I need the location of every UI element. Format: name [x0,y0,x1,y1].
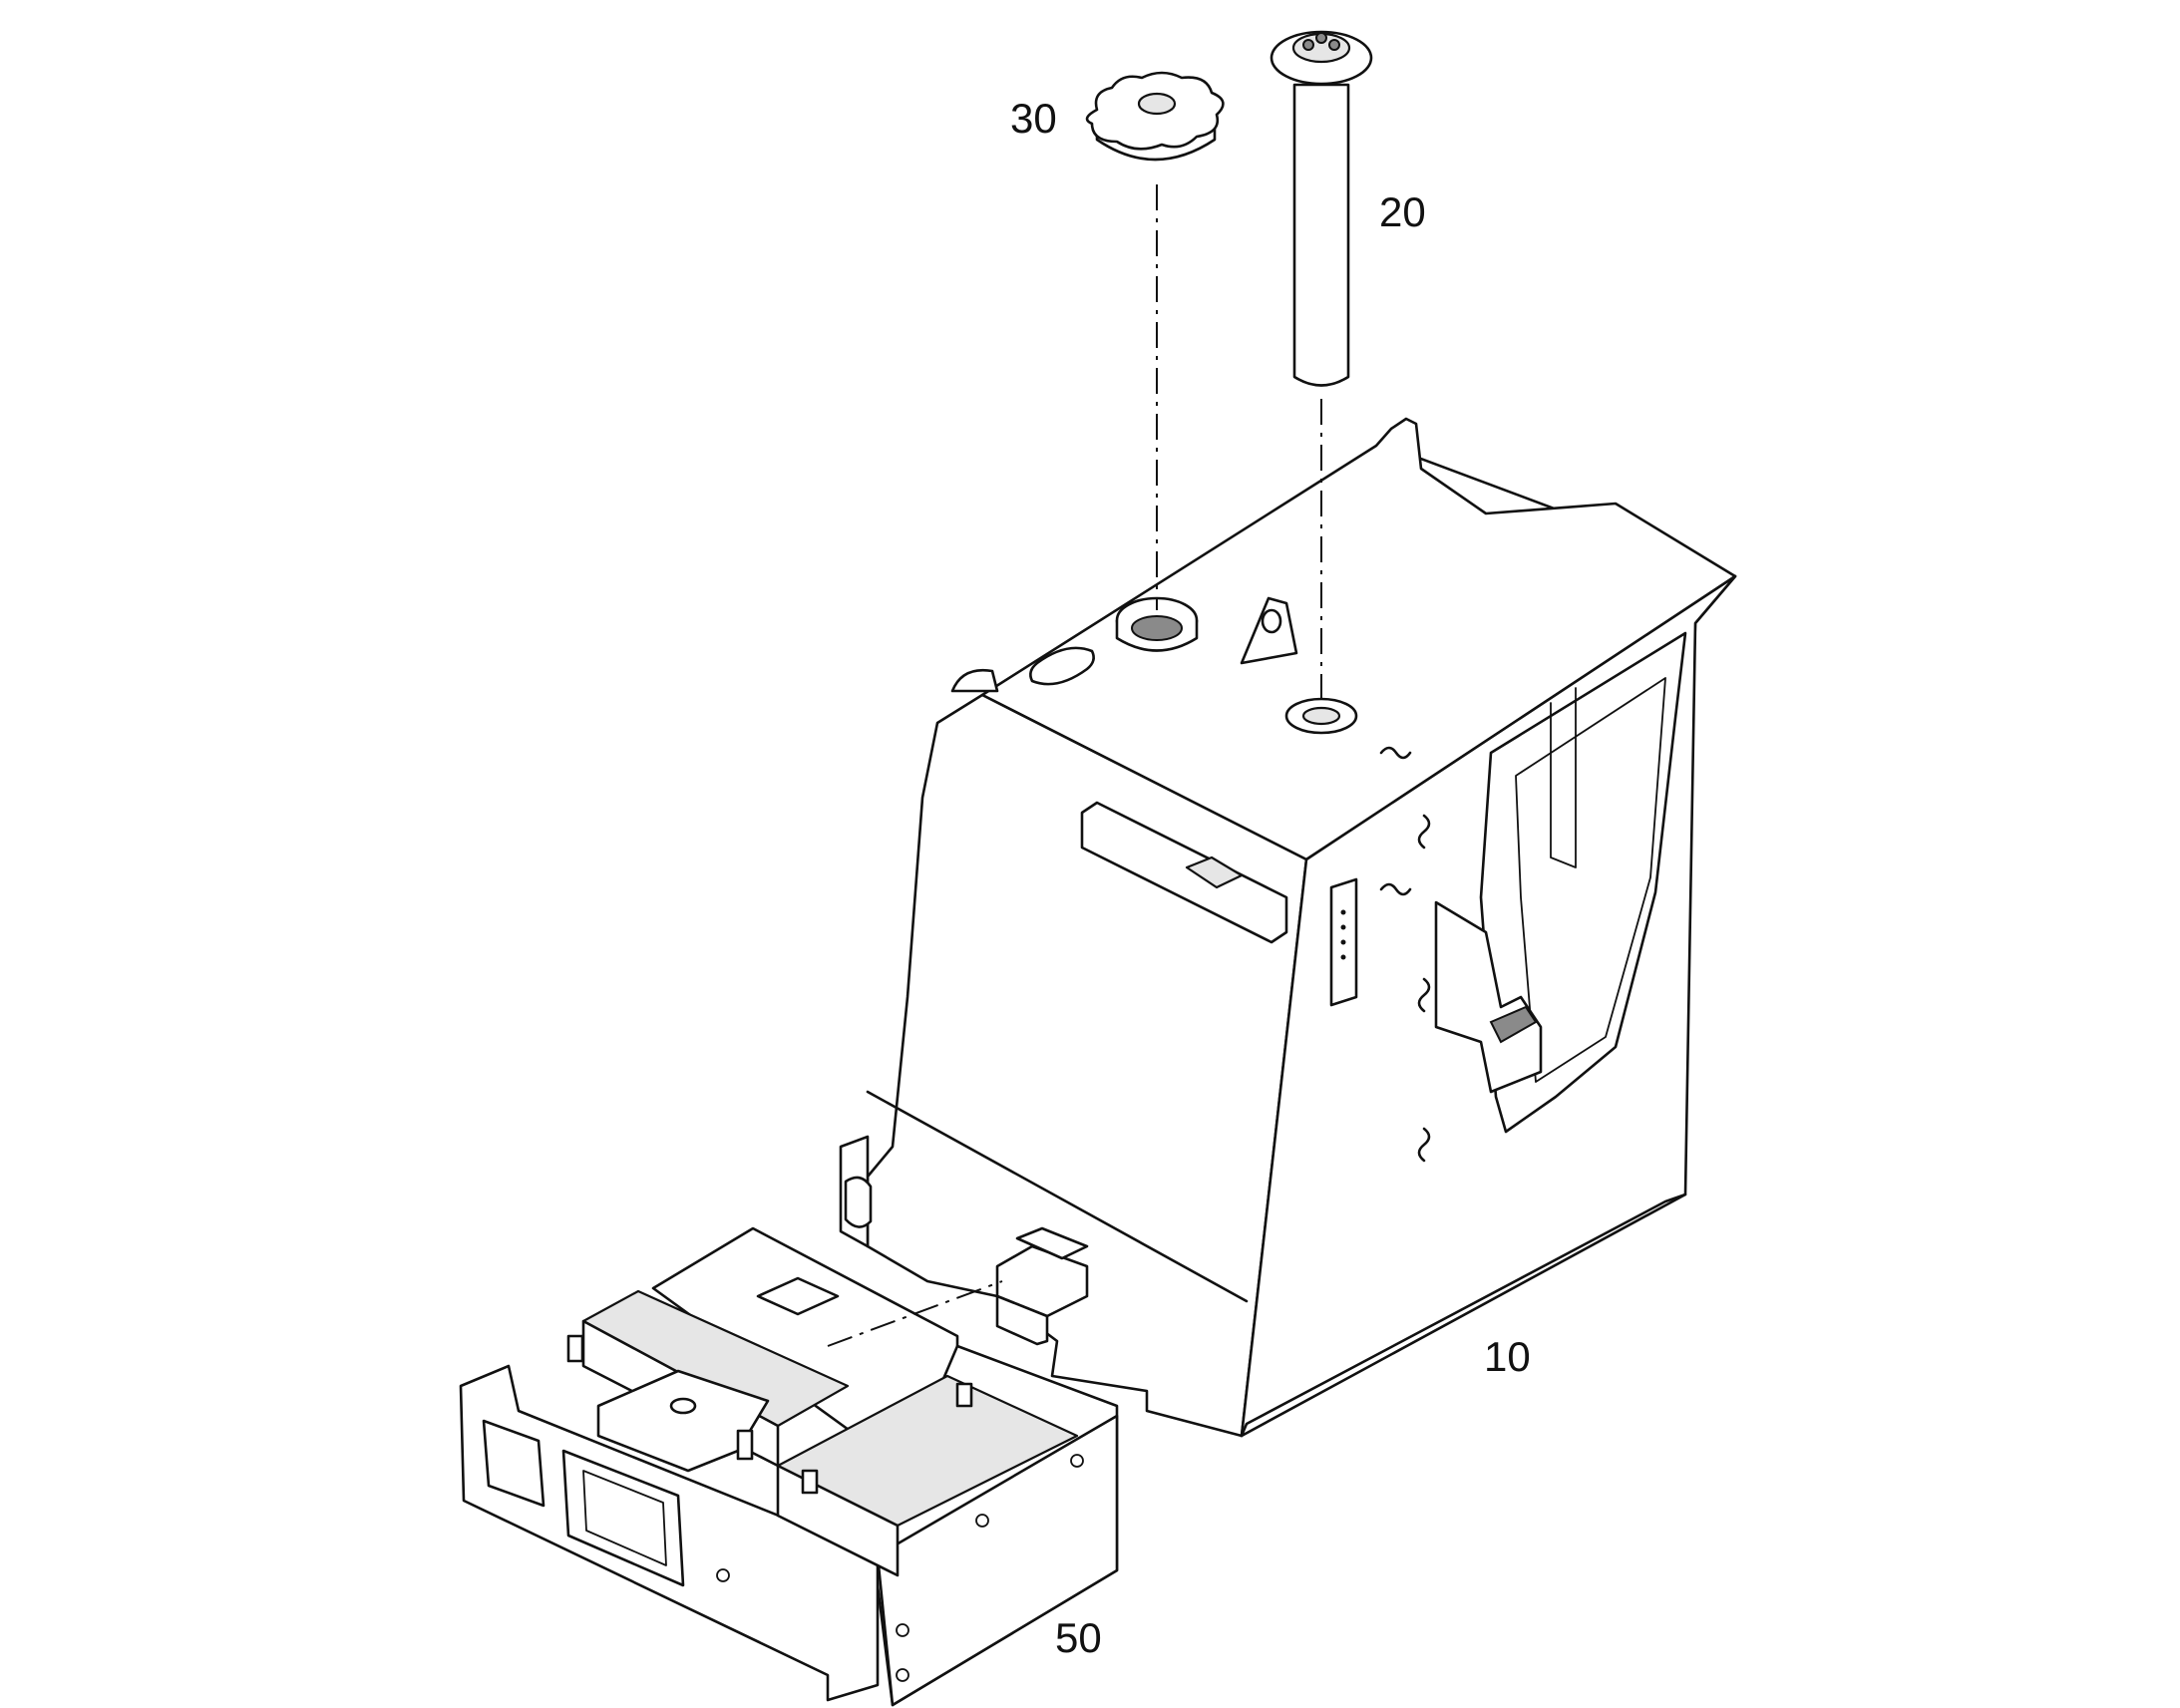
battery-terminal [736,1429,754,1461]
mount-hole [896,1668,909,1682]
battery-terminal [955,1382,973,1408]
battery-side-panel [876,1414,1119,1707]
mount-hole [896,1623,909,1637]
hold-down-hole [669,1397,697,1415]
wire-clip [1417,1127,1431,1163]
mount-hole [975,1514,989,1528]
tank-lower-band [866,1090,1249,1303]
battery-box [459,1226,1119,1707]
callout-30: 30 [1010,95,1057,142]
left-lug [950,668,999,693]
mount-hole [1070,1454,1084,1468]
left-side-slot [844,1176,873,1228]
tray-cutout-right-inner [582,1470,667,1566]
oval-vent [1029,646,1095,686]
tank-mount-block [1015,1226,1089,1260]
right-face-window-inner [1515,677,1666,1083]
sender-terminal [1315,32,1327,44]
label-dot [1340,909,1346,915]
wire-clip [1379,882,1412,896]
handle-clip [1185,855,1244,889]
filler-neck-opening [1131,615,1183,641]
sender-tube [1292,83,1350,387]
battery-terminal [566,1334,584,1363]
tray-cutout-right [561,1449,685,1587]
sender-seat-hole [1301,706,1341,726]
tank-assembly [839,417,1737,1438]
cap-center [1137,92,1177,116]
sender-terminal [1302,39,1314,51]
tank-mount-bracket-side [995,1294,1049,1346]
mount-hole [716,1568,730,1582]
filler-cap [1085,71,1225,162]
inner-bracket-nut [1489,1005,1538,1044]
callout-20: 20 [1379,188,1426,235]
wire-clip [1417,814,1431,850]
front-handle-bar [1080,801,1288,944]
battery-centerline [827,1280,1003,1347]
fuel-sender [1270,30,1373,387]
callout-50: 50 [1055,1614,1102,1661]
tank-bottom-edge [1240,1193,1687,1438]
battery-terminal [801,1469,819,1495]
window-rail [1550,687,1577,868]
tray-top-slot [756,1276,840,1316]
tray-cutout-left [482,1419,545,1508]
wire-clip [1379,746,1412,760]
sender-terminal [1328,39,1340,51]
lifting-eye-hole [1261,608,1282,634]
label-dot [1340,954,1346,960]
label-dot [1340,924,1346,930]
callout-10: 10 [1484,1333,1531,1380]
inner-bracket [1434,900,1543,1094]
wire-clip [1417,977,1431,1013]
label-dot [1340,939,1346,945]
